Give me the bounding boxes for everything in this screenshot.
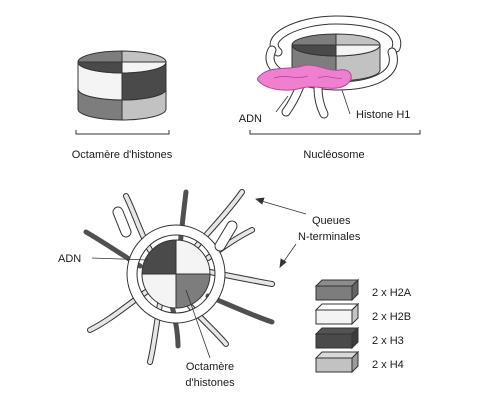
octamer-bracket: [75, 130, 170, 135]
nucleosome-title: Nucléosome: [303, 149, 364, 161]
queues-label-line1: Queues: [312, 215, 351, 227]
legend-label-3: 2 x H3: [372, 335, 404, 347]
octamer-bottom-pointer: [185, 289, 211, 359]
octamer-bottom-label-line2: d'histones: [185, 377, 235, 389]
octamer-title: Octamère d'histones: [72, 149, 173, 161]
nucleosome-bracket: [249, 130, 421, 135]
legend-swatch-4: [314, 350, 360, 374]
histone-h1-shape: [257, 64, 352, 91]
legend-swatch-3: [314, 326, 360, 350]
octamer-bottom-label-line1: Octamère: [186, 361, 234, 373]
adn-top-label: ADN: [239, 113, 262, 125]
adn-bottom-pointer: [91, 257, 149, 261]
adn-top-pointer: [275, 95, 289, 113]
octamer-cylinder: [77, 50, 167, 121]
adn-bottom-label: ADN: [58, 253, 81, 265]
legend-label-4: 2 x H4: [372, 359, 404, 371]
histone-legend: 2 x H2A 2 x H2B 2 x H3 2 x H4: [314, 278, 412, 374]
queues-label-line2: N-terminales: [298, 231, 361, 243]
h1-pointer: [341, 89, 351, 115]
legend-label-2: 2 x H2B: [372, 311, 411, 323]
legend-swatch-1: [314, 278, 360, 302]
histone-h1-label: Histone H1: [356, 109, 410, 121]
queues-arrows: [255, 197, 307, 268]
octamer-core-topview: [141, 239, 211, 309]
dna-wrap-topview: [112, 206, 238, 324]
legend-swatch-2: [314, 302, 360, 326]
nucleosome: [265, 15, 402, 119]
legend-label-1: 2 x H2A: [372, 287, 412, 299]
